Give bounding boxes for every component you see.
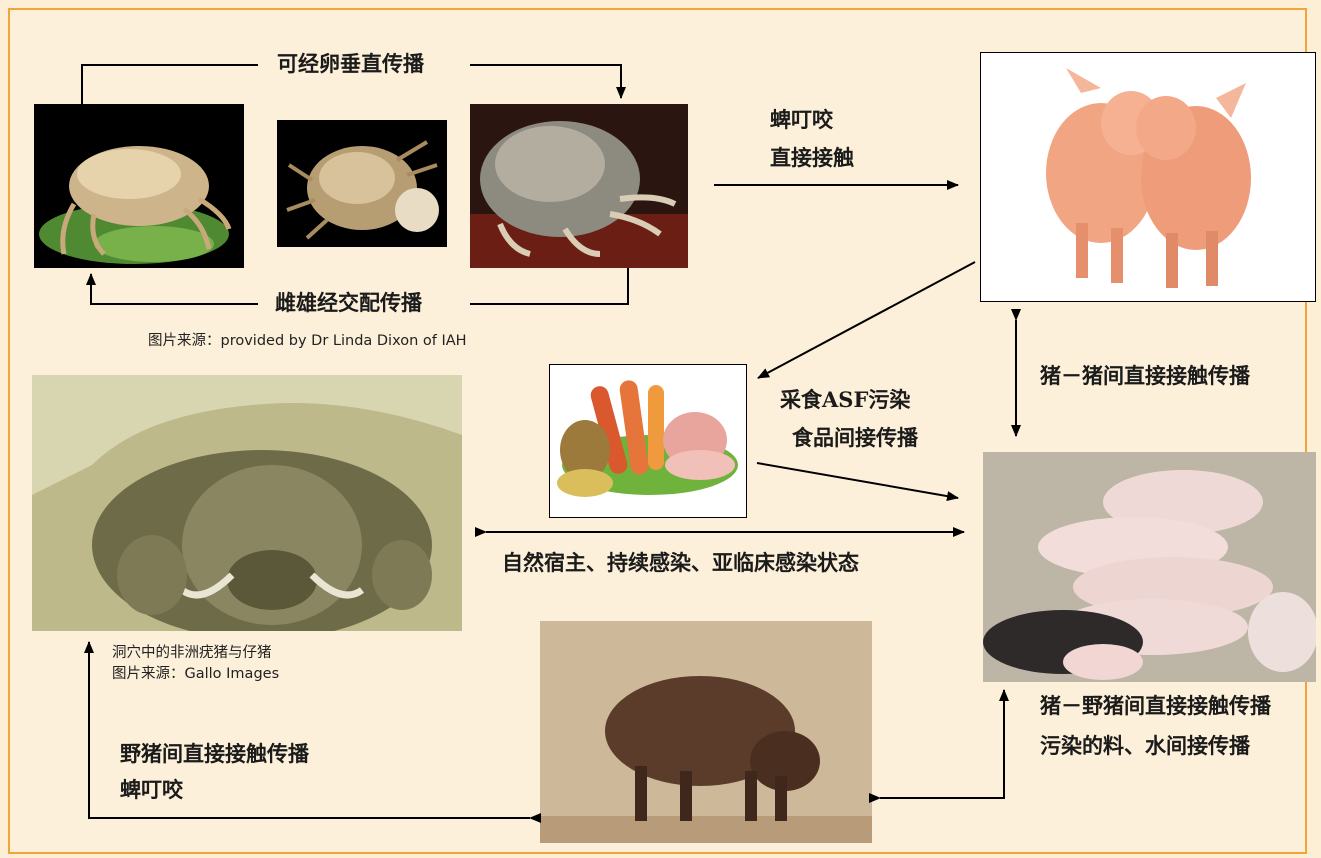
tick-image-1 — [34, 104, 244, 268]
pig-wild-arrow — [869, 689, 1009, 803]
label-vertical-transmission: 可经卵垂直传播 — [277, 51, 424, 76]
mating-transmission-connector — [470, 268, 629, 305]
tick-illustration-2 — [286, 140, 439, 240]
vertical-transmission-arrow — [470, 64, 626, 99]
warthog-burrow-image — [32, 375, 462, 631]
tick-illustration-3 — [470, 121, 688, 268]
label-tick-bite: 蜱叮咬 — [770, 107, 833, 132]
caption-warthog-title: 洞穴中的非洲疣猪与仔猪 — [112, 645, 272, 661]
warthog-illustration — [32, 375, 462, 631]
label-wild-wild-contact: 野猪间直接接触传播 — [120, 741, 309, 766]
label-natural-host: 自然宿主、持续感染、亚临床感染状态 — [502, 550, 859, 575]
pig-illustration — [1046, 68, 1251, 288]
label-pig-pig-contact: 猪－猪间直接接触传播 — [1040, 363, 1250, 388]
tick-image-2 — [277, 120, 447, 247]
vertical-transmission-connector — [81, 64, 258, 104]
wild-wild-arrow — [84, 641, 541, 823]
tick-illustration-1 — [39, 146, 232, 264]
label-mating-transmission: 雌雄经交配传播 — [275, 290, 422, 315]
caption-tick-source: 图片来源：provided by Dr Linda Dixon of IAH — [148, 333, 467, 349]
label-direct-contact: 直接接触 — [770, 145, 854, 170]
piglets-image — [983, 452, 1316, 682]
tick-image-3 — [470, 104, 688, 268]
wild-boar-illustration — [540, 621, 872, 843]
pig-to-food-arrow — [757, 261, 976, 379]
pork-food-image — [549, 364, 747, 518]
domestic-pigs-image — [980, 52, 1316, 302]
food-illustration — [557, 380, 738, 497]
label-food-line-1: 采食ASF污染 — [780, 387, 911, 412]
mating-transmission-arrow — [86, 273, 258, 305]
wild-boar-image — [540, 621, 872, 843]
label-pig-wild-contact: 猪－野猪间直接接触传播 — [1040, 693, 1271, 718]
label-contaminated-feed-water: 污染的料、水间接传播 — [1040, 733, 1250, 758]
label-tick-bite-wild: 蜱叮咬 — [120, 777, 183, 802]
food-to-piglets-arrow — [756, 462, 959, 502]
label-food-line-2: 食品间接传播 — [792, 425, 918, 450]
piglets-illustration — [983, 452, 1316, 682]
caption-warthog-source: 图片来源：Gallo Images — [112, 666, 280, 682]
